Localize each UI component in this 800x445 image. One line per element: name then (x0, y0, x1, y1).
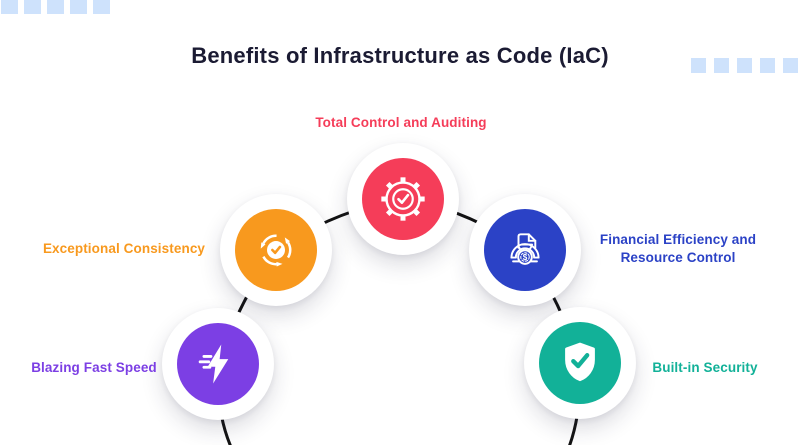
benefit-label-speed: Blazing Fast Speed (31, 360, 157, 375)
benefit-disc (235, 209, 317, 291)
shield-check-icon (565, 342, 595, 382)
benefit-node-financial: $ (469, 194, 581, 306)
decor-squares-top-right (691, 58, 798, 73)
benefit-node-speed (162, 308, 274, 420)
benefit-node-security (524, 307, 636, 419)
decor-square (93, 0, 110, 14)
decor-square (70, 0, 87, 14)
decor-square (737, 58, 752, 73)
benefit-disc (362, 158, 444, 240)
benefit-label-total-control: Total Control and Auditing (315, 115, 487, 130)
decor-square (783, 58, 798, 73)
svg-text:$: $ (523, 253, 528, 262)
sync-check-icon (260, 234, 292, 267)
decor-square (691, 58, 706, 73)
benefit-disc: $ (484, 209, 566, 291)
benefit-label-security: Built-in Security (652, 360, 758, 375)
decor-square (714, 58, 729, 73)
page-title: Benefits of Infrastructure as Code (IaC) (191, 42, 609, 68)
benefit-node-consistency (220, 194, 332, 306)
gear-check-icon (381, 177, 425, 221)
benefit-label-financial: Financial Efficiency and Resource Contro… (599, 232, 757, 265)
decor-square (24, 0, 41, 14)
benefit-label-consistency: Exceptional Consistency (42, 241, 206, 256)
benefit-disc (177, 323, 259, 405)
decor-square (47, 0, 64, 14)
decor-square (760, 58, 775, 73)
benefit-disc (539, 322, 621, 404)
decor-squares-top-left (1, 0, 110, 14)
finance-gauge-icon: $ (510, 233, 540, 265)
lightning-speed-icon (198, 344, 229, 384)
benefit-node-total-control (347, 143, 459, 255)
decor-square (1, 0, 18, 14)
